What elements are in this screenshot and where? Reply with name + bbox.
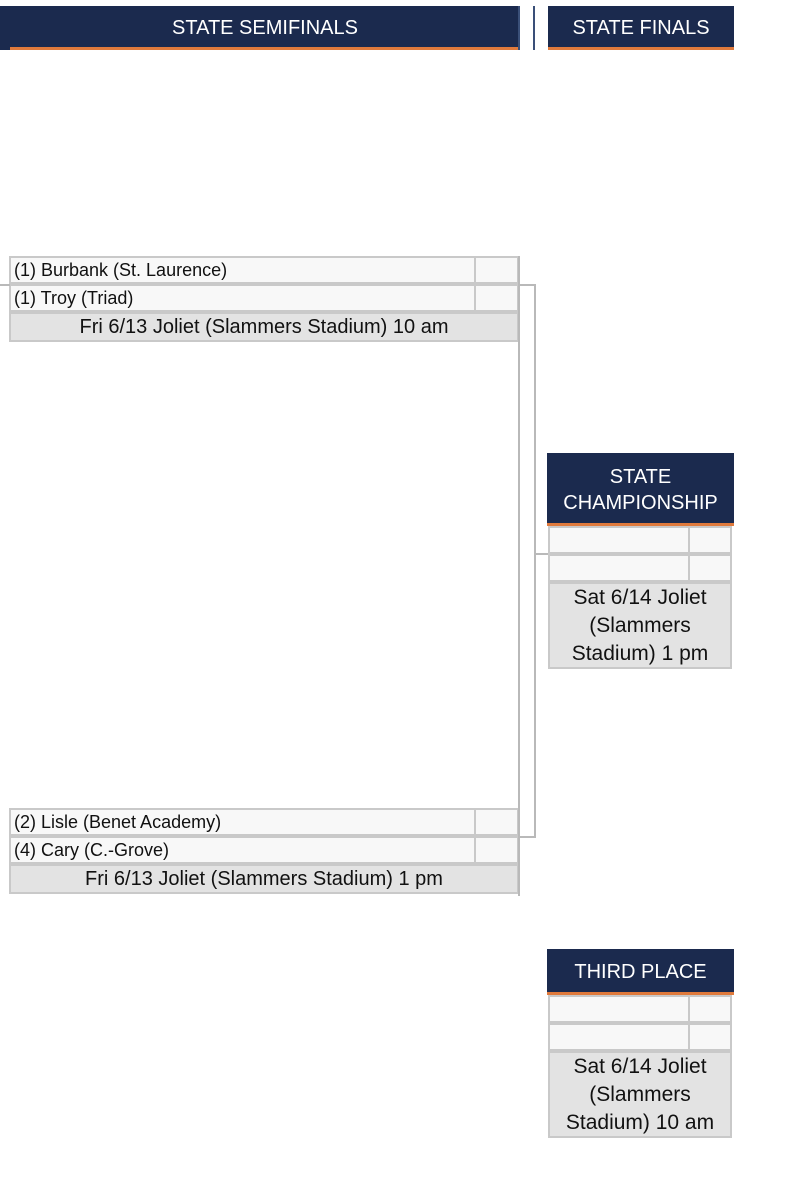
score-cell bbox=[688, 554, 732, 582]
third-place-title: THIRD PLACE bbox=[547, 949, 734, 995]
championship-game: STATE CHAMPIONSHIP Sat 6/14 Joliet (Slam… bbox=[547, 453, 734, 669]
finals-header: STATE FINALS bbox=[548, 6, 734, 50]
team-row[interactable] bbox=[548, 554, 690, 582]
game-info: Fri 6/13 Joliet (Slammers Stadium) 10 am bbox=[9, 312, 519, 342]
team-name: (1) Troy (Triad) bbox=[14, 288, 134, 308]
team-row[interactable]: (1) Troy (Triad) bbox=[9, 284, 476, 312]
header-divider bbox=[533, 6, 535, 50]
team-row[interactable] bbox=[548, 995, 690, 1023]
semifinal-game-1: (1) Burbank (St. Laurence) (1) Troy (Tri… bbox=[9, 256, 520, 344]
game-info-text: Sat 6/14 Joliet (Slammers Stadium) 10 am bbox=[565, 1054, 715, 1134]
semifinal-game-2: (2) Lisle (Benet Academy) (4) Cary (C.-G… bbox=[9, 808, 520, 896]
team-name: (4) Cary (C.-Grove) bbox=[14, 840, 170, 860]
game-info: Sat 6/14 Joliet (Slammers Stadium) 10 am bbox=[548, 1051, 732, 1138]
third-place-title-text: THIRD PLACE bbox=[574, 961, 707, 983]
finals-header-label: STATE FINALS bbox=[572, 16, 710, 39]
score-cell bbox=[688, 995, 732, 1023]
team-row[interactable]: (2) Lisle (Benet Academy) bbox=[9, 808, 476, 836]
score-cell bbox=[474, 836, 519, 864]
header-left-edge bbox=[0, 6, 10, 50]
bracket-line bbox=[534, 553, 548, 555]
bracket-line bbox=[0, 284, 10, 286]
championship-title-text: STATE CHAMPIONSHIP bbox=[563, 465, 718, 514]
score-cell bbox=[474, 256, 519, 284]
score-cell bbox=[474, 284, 519, 312]
bracket-line bbox=[518, 284, 536, 286]
third-place-game: THIRD PLACE Sat 6/14 Joliet (Slammers St… bbox=[547, 949, 734, 1139]
score-cell bbox=[688, 526, 732, 554]
semifinals-header: STATE SEMIFINALS bbox=[10, 6, 520, 50]
score-cell bbox=[688, 1023, 732, 1051]
team-row[interactable]: (4) Cary (C.-Grove) bbox=[9, 836, 476, 864]
game-info: Fri 6/13 Joliet (Slammers Stadium) 1 pm bbox=[9, 864, 519, 894]
semifinals-header-label: STATE SEMIFINALS bbox=[172, 16, 358, 39]
championship-title: STATE CHAMPIONSHIP bbox=[547, 453, 734, 526]
game-info-text: Sat 6/14 Joliet (Slammers Stadium) 1 pm bbox=[571, 585, 709, 665]
game-info: Sat 6/14 Joliet (Slammers Stadium) 1 pm bbox=[548, 582, 732, 669]
bracket-line bbox=[518, 836, 536, 838]
team-row[interactable]: (1) Burbank (St. Laurence) bbox=[9, 256, 476, 284]
header-divider bbox=[518, 6, 520, 50]
team-row[interactable] bbox=[548, 1023, 690, 1051]
team-name: (2) Lisle (Benet Academy) bbox=[14, 812, 222, 832]
team-row[interactable] bbox=[548, 526, 690, 554]
bracket-line bbox=[534, 284, 536, 838]
team-name: (1) Burbank (St. Laurence) bbox=[14, 260, 228, 280]
score-cell bbox=[474, 808, 519, 836]
bracket-line bbox=[518, 256, 520, 896]
